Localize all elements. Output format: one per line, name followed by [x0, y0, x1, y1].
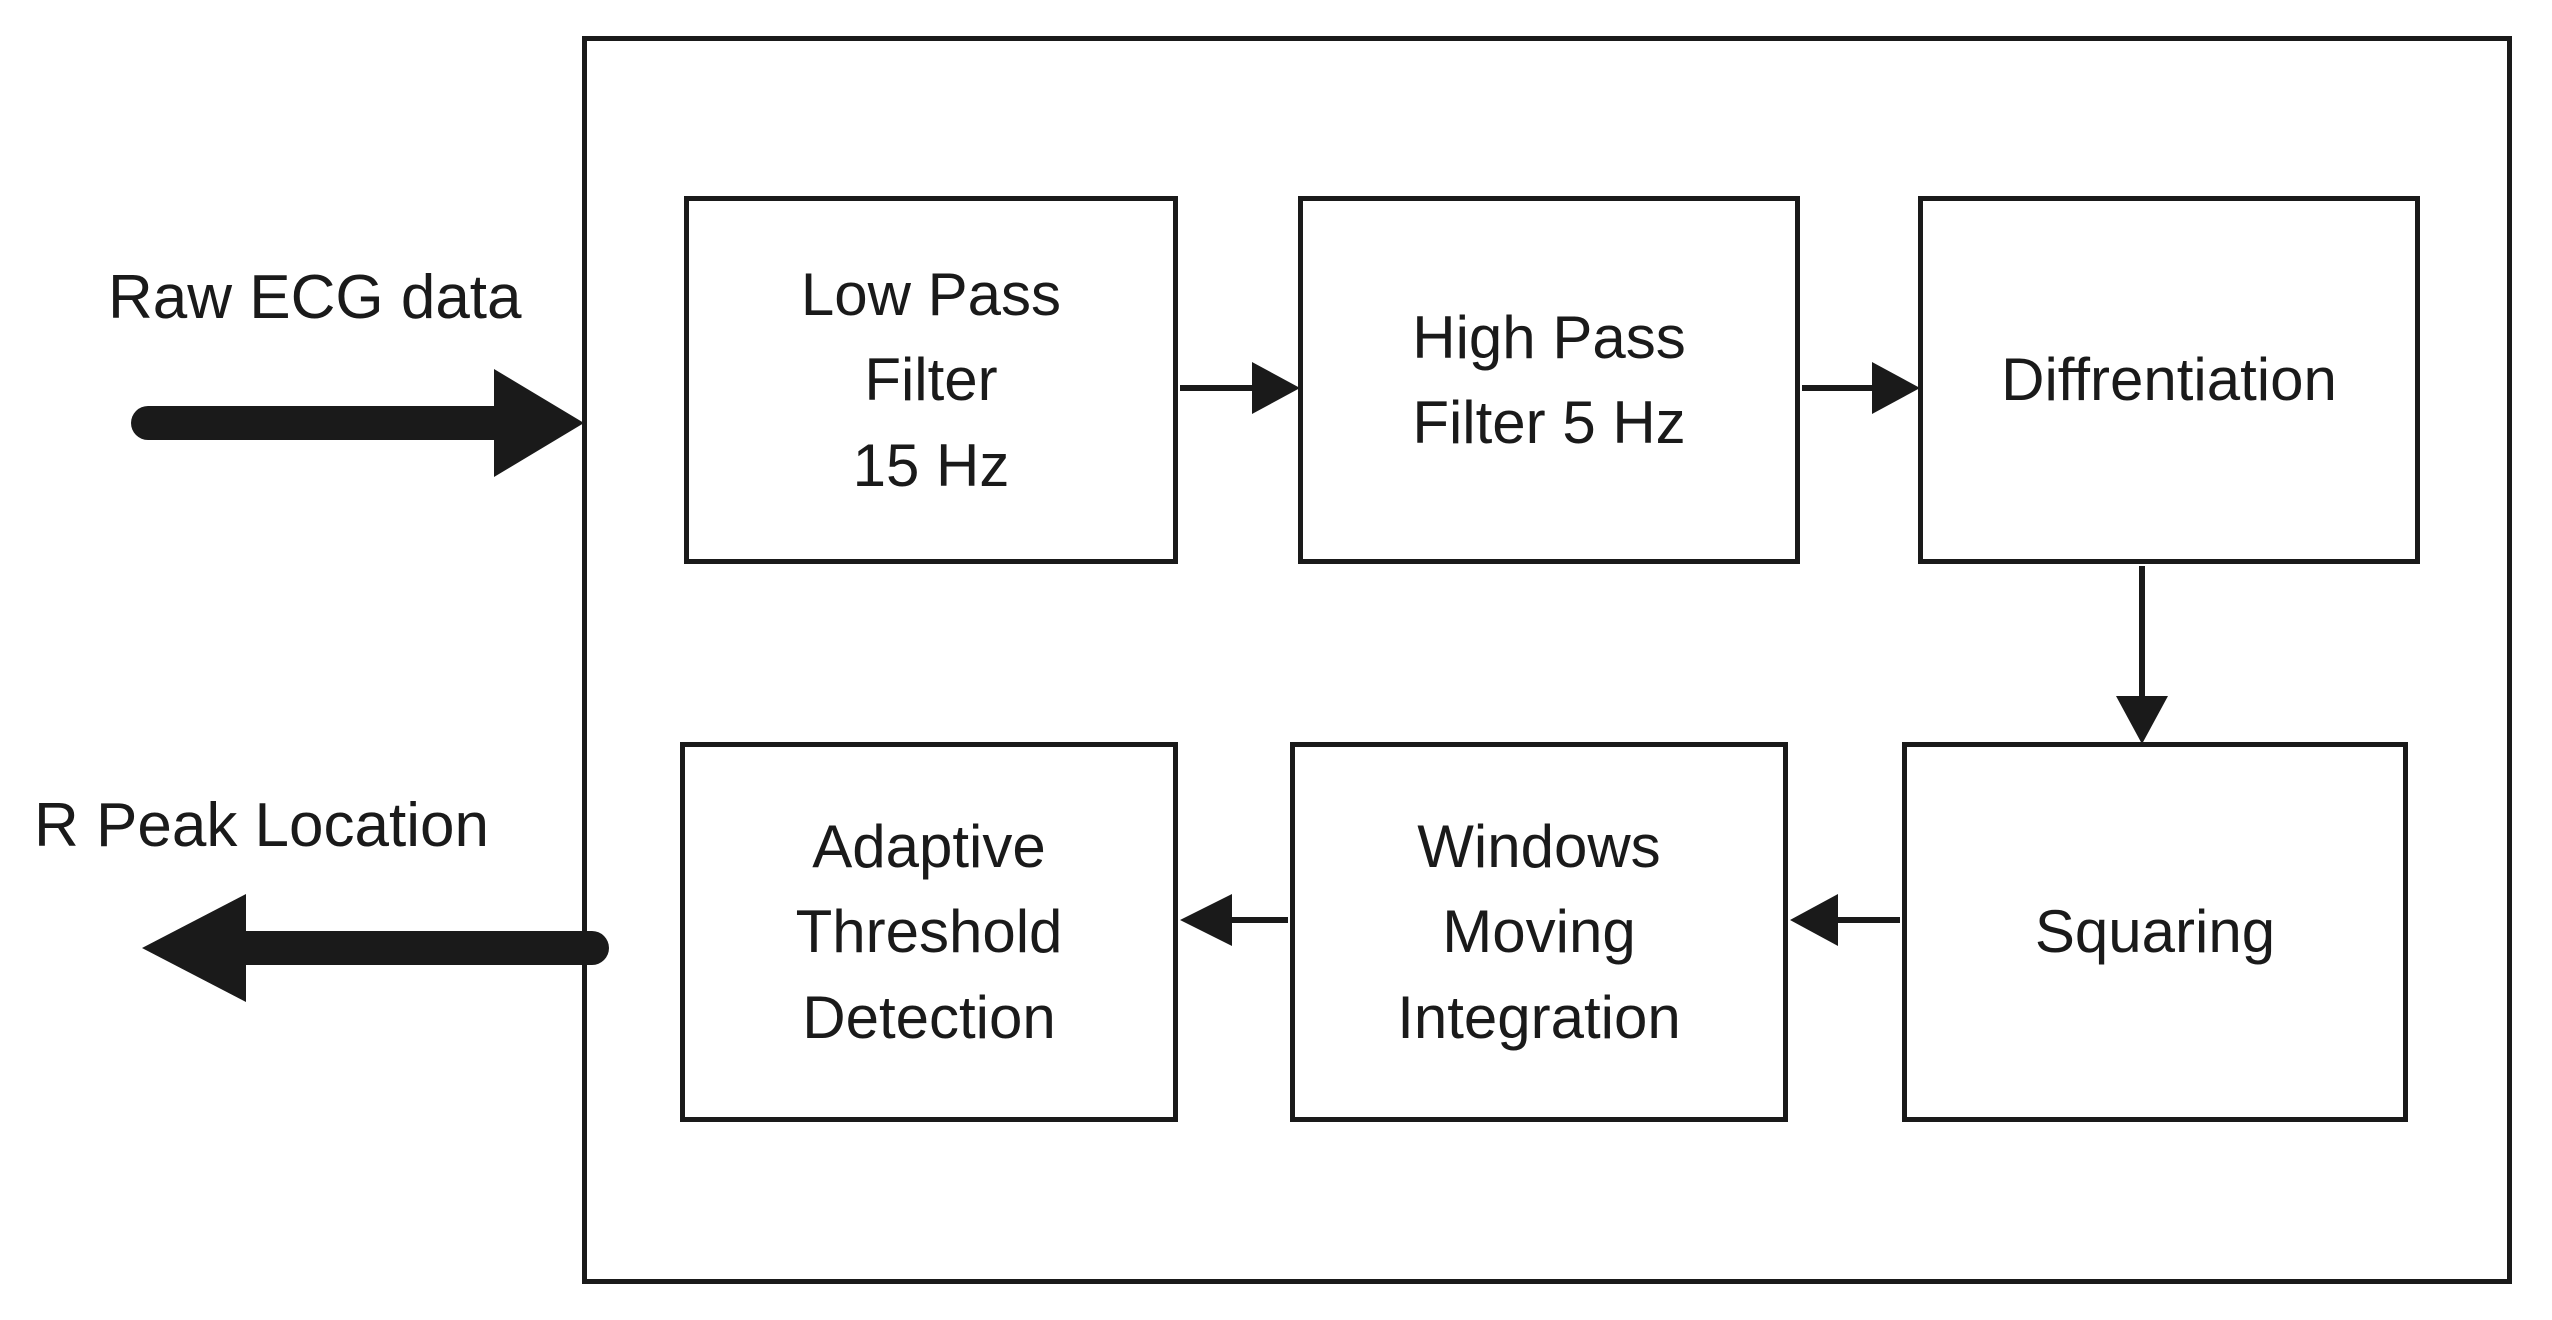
- block-windows-moving-integration-label: Windows Moving Integration: [1397, 813, 1681, 1051]
- algorithm-boundary-box: [582, 36, 2512, 1284]
- block-adaptive-threshold-detection: Adaptive Threshold Detection: [680, 742, 1178, 1122]
- block-low-pass-filter: Low Pass Filter 15 Hz: [684, 196, 1178, 564]
- block-squaring: Squaring: [1902, 742, 2408, 1122]
- output-label: R Peak Location: [34, 791, 489, 860]
- block-low-pass-filter-label: Low Pass Filter 15 Hz: [800, 261, 1062, 499]
- block-high-pass-filter-label: High Pass Filter 5 Hz: [1412, 303, 1686, 456]
- block-diffrentiation-label: Diffrentiation: [2001, 346, 2337, 414]
- input-label: Raw ECG data: [108, 263, 522, 332]
- block-diffrentiation: Diffrentiation: [1918, 196, 2420, 564]
- input-arrow-icon: [131, 369, 584, 477]
- block-adaptive-threshold-detection-label: Adaptive Threshold Detection: [795, 813, 1063, 1051]
- output-arrow-icon: [142, 894, 609, 1002]
- block-squaring-label: Squaring: [2034, 898, 2276, 966]
- block-high-pass-filter: High Pass Filter 5 Hz: [1298, 196, 1800, 564]
- block-windows-moving-integration: Windows Moving Integration: [1290, 742, 1788, 1122]
